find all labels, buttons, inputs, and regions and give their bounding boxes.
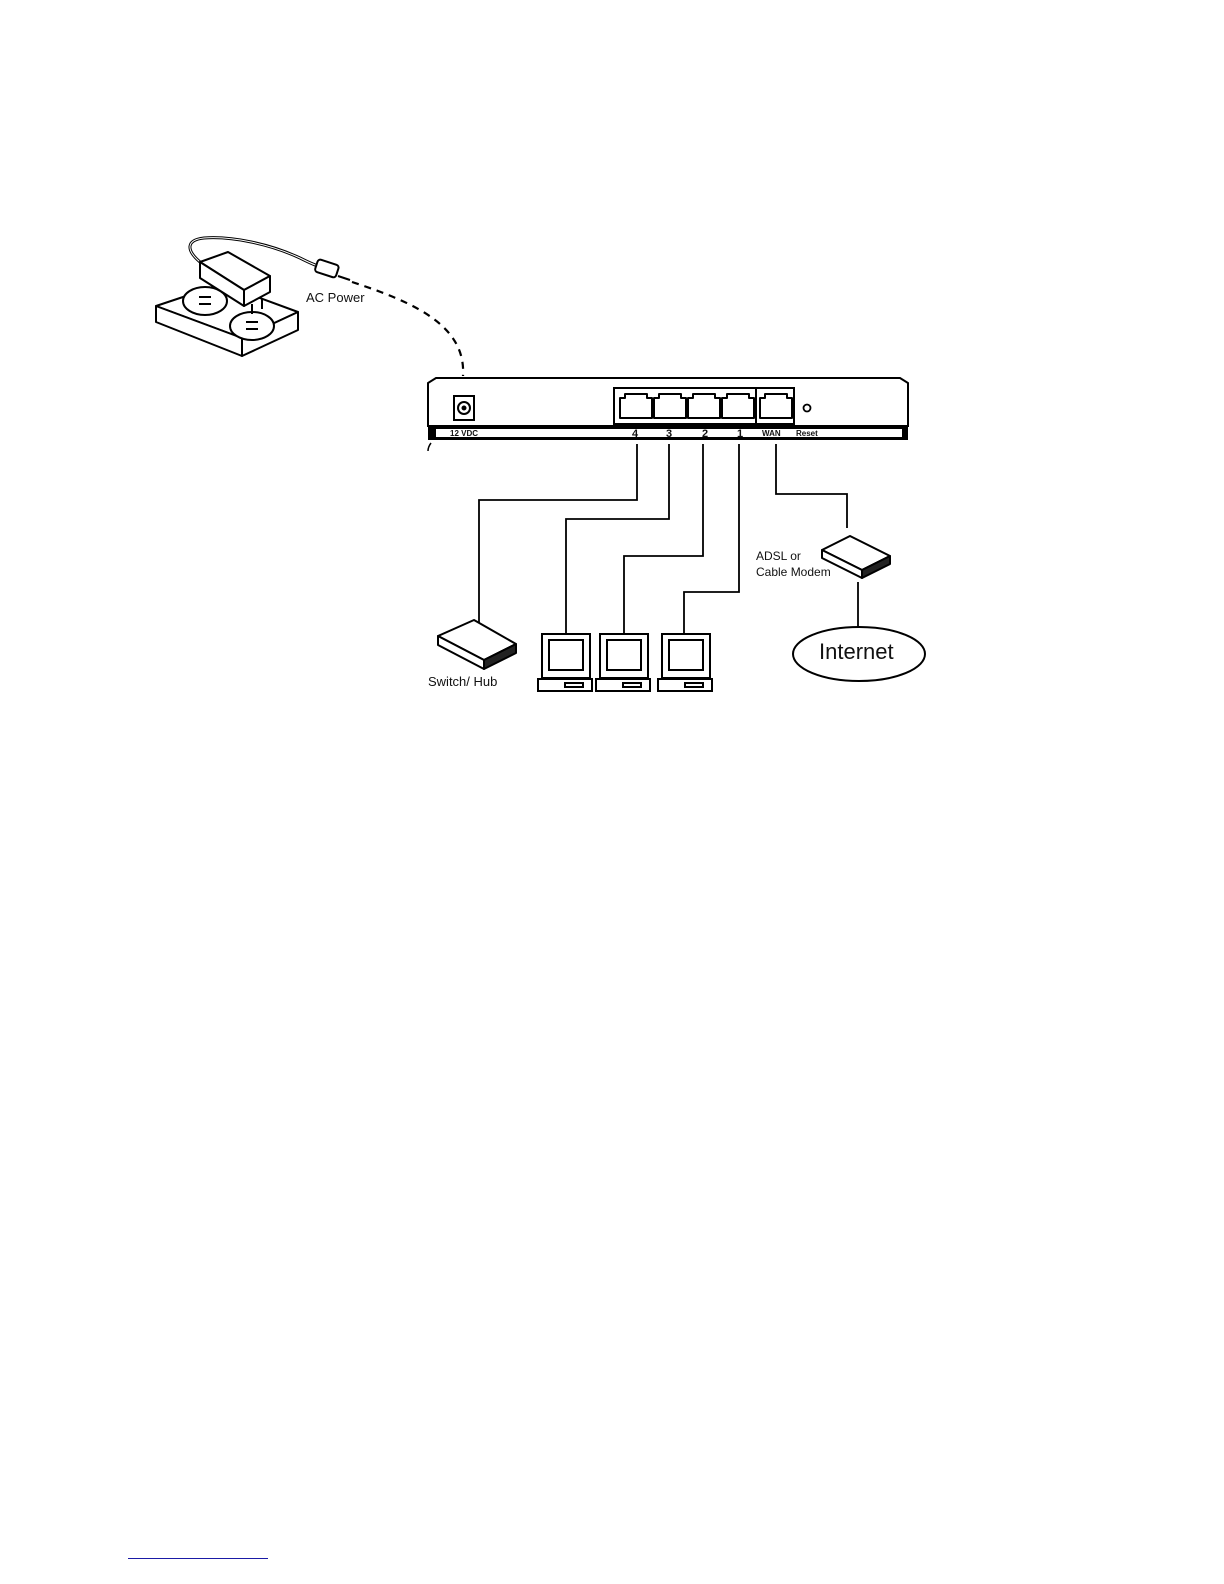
reset-hole — [804, 405, 811, 412]
cable-port3-pc1 — [566, 444, 669, 634]
ac-power-label: AC Power — [306, 290, 365, 305]
lan-port-label-3: 3 — [666, 428, 672, 440]
modem-label-line1: ADSL or — [756, 549, 801, 563]
computer-icon — [596, 634, 650, 691]
computer-icon — [538, 634, 592, 691]
lan-port-label-4: 4 — [632, 428, 639, 440]
wan-port — [760, 394, 792, 418]
reset-label: Reset — [796, 429, 818, 438]
lan-port-4 — [620, 394, 652, 418]
lan-port-label-2: 2 — [702, 428, 708, 440]
cable-port2-pc2 — [624, 444, 703, 634]
cable-wan-modem — [776, 444, 847, 528]
footnote-separator — [128, 1558, 268, 1559]
computer-icon — [658, 634, 712, 691]
dc-power-jack — [454, 396, 474, 420]
cable-port4-switch — [479, 444, 637, 628]
internet-label: Internet — [819, 639, 894, 664]
cable-port1-pc3 — [684, 444, 739, 634]
lan-port-2 — [688, 394, 720, 418]
wan-port-label: WAN — [762, 429, 781, 438]
modem-label-line2: Cable Modem — [756, 565, 831, 579]
network-cables — [479, 444, 858, 634]
power-port-label: 12 VDC — [450, 429, 478, 438]
lan-port-1 — [722, 394, 754, 418]
power-cord-dashed — [352, 282, 463, 376]
switch-hub-icon — [438, 620, 516, 669]
lan-port-3 — [654, 394, 686, 418]
modem-icon — [822, 536, 890, 578]
lan-port-label-1: 1 — [737, 428, 743, 440]
router-back-panel: 12 VDC 4 3 2 1 WAN Reset — [428, 378, 908, 451]
switch-hub-label: Switch/ Hub — [428, 674, 497, 689]
